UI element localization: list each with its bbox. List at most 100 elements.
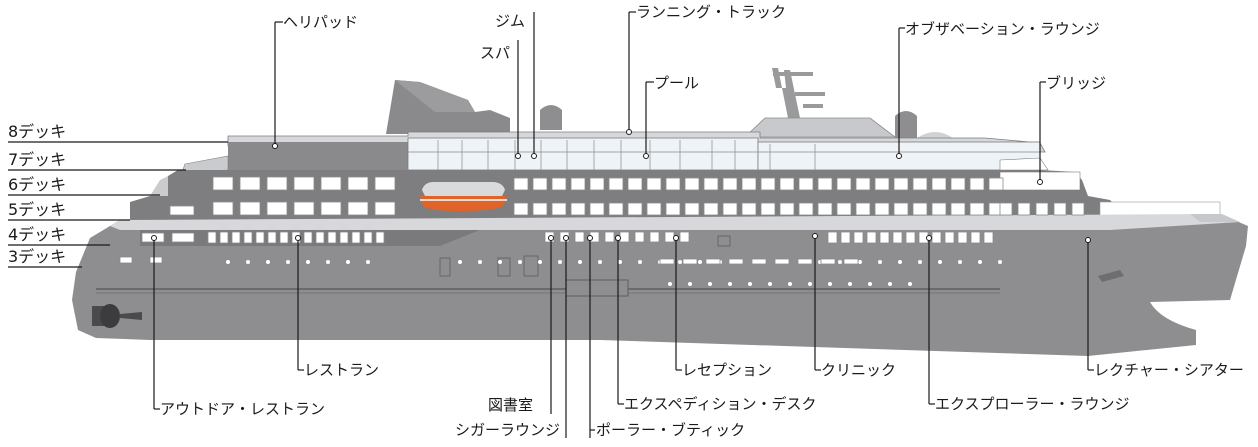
deck-4-window	[219, 231, 229, 244]
deck-5-window	[817, 202, 833, 216]
deck-4-window	[351, 231, 361, 244]
deck-6-window	[760, 177, 776, 191]
clinic-label: クリニック	[821, 361, 896, 379]
deck-5-window	[551, 202, 567, 216]
polar-boutique-label: ポーラー・ブティック	[596, 421, 745, 439]
deck-3-porthole	[558, 260, 562, 264]
deck-5-window	[912, 202, 928, 216]
deck-3-window	[659, 258, 675, 265]
deck-5-window	[893, 202, 909, 216]
deck-6-window	[347, 176, 369, 191]
deck-5-label: 5デッキ	[8, 200, 66, 219]
deck-5-window	[999, 202, 1013, 216]
hull	[72, 214, 1248, 356]
deck-5-window	[798, 202, 814, 216]
deck-3-porthole	[226, 260, 230, 264]
deck-3-porthole	[708, 282, 712, 286]
deck-3-porthole	[978, 260, 982, 264]
deck-3-porthole	[728, 282, 732, 286]
deck-8-label: 8デッキ	[8, 122, 66, 141]
reception-label: レセプション	[682, 361, 772, 379]
deck-8-structure	[181, 131, 1049, 173]
helipad-label: ヘリパッド	[283, 13, 358, 31]
deck-4-window	[827, 231, 838, 244]
deck-3-porthole	[768, 282, 772, 286]
deck-3-porthole	[878, 260, 882, 264]
deck-3-porthole	[286, 260, 290, 264]
deck-3-porthole	[698, 260, 702, 264]
deck-5-window	[931, 202, 947, 216]
deck-4-window	[879, 231, 890, 244]
explorer-lounge-label: エクスプローラー・ラウンジ	[935, 395, 1130, 413]
deck-6-window	[513, 177, 529, 191]
deck-6-window	[320, 176, 342, 191]
window-layer	[119, 176, 1085, 286]
deck-4-window	[619, 231, 630, 243]
deck-3-porthole	[326, 260, 330, 264]
deck-5-window	[374, 201, 396, 216]
deck-4-window	[339, 231, 349, 244]
deck-3-porthole	[998, 260, 1002, 264]
deck-5-window	[969, 202, 985, 216]
deck-5-window	[874, 202, 890, 216]
deck-3-porthole	[908, 282, 912, 286]
deck-3-porthole	[638, 260, 642, 264]
cigar-lounge-label: シガーラウンジ	[455, 421, 560, 439]
deck-3-porthole	[868, 282, 872, 286]
library-label: 図書室	[488, 396, 533, 414]
deck-3-porthole	[748, 282, 752, 286]
deck-5-window	[836, 202, 852, 216]
deck-3-window	[797, 258, 813, 265]
deck-5-window	[320, 201, 342, 216]
deck-6-window	[912, 177, 928, 191]
deck-4-window	[853, 231, 864, 244]
deck-3-window	[820, 258, 836, 265]
deck-6-window	[931, 177, 947, 191]
deck-3-porthole	[578, 260, 582, 264]
deck-5-window	[950, 202, 966, 216]
deck-4-window	[983, 231, 994, 244]
deck-4-window	[231, 231, 241, 244]
deck-6-window	[874, 177, 890, 191]
deck-3-porthole	[918, 260, 922, 264]
deck-4-window	[892, 231, 903, 244]
deck-6-window	[293, 176, 315, 191]
bridge-label: ブリッジ	[1046, 74, 1106, 92]
deck-4-window	[207, 231, 217, 244]
observation-lounge-label: オブザベーション・ラウンジ	[905, 20, 1100, 38]
deck-4-window	[315, 231, 325, 244]
deck-4-window	[604, 231, 615, 243]
deck-3-porthole	[678, 260, 682, 264]
deck-6-window	[646, 177, 662, 191]
deck-6-window	[741, 177, 757, 191]
deck-4-window	[375, 231, 385, 244]
deck-4-window	[944, 231, 955, 244]
deck-3-porthole	[838, 260, 842, 264]
deck-3-porthole	[858, 260, 862, 264]
pool-label: プール	[654, 74, 699, 92]
deck-3-window	[149, 256, 163, 264]
deck-6-window	[266, 176, 288, 191]
deck-4-window	[243, 231, 253, 244]
deck-6-window	[969, 177, 985, 191]
deck-6-window	[532, 177, 548, 191]
deck-6-window	[836, 177, 852, 191]
deck-3-porthole	[958, 260, 962, 264]
deck-5-window	[1053, 202, 1067, 216]
deck-3-porthole	[458, 260, 462, 264]
deck-5-window	[1035, 202, 1049, 216]
deck-3-window	[682, 258, 698, 265]
deck-3-porthole	[848, 282, 852, 286]
deck-4-window	[267, 231, 277, 244]
deck-5-window	[239, 201, 261, 216]
deck-4-window	[171, 232, 195, 243]
deck-3-porthole	[598, 260, 602, 264]
deck-4-window	[255, 231, 265, 244]
deck-5-window	[266, 201, 288, 216]
outdoor-restaurant-label: アウトドア・レストラン	[160, 400, 325, 418]
deck-5-window	[570, 202, 586, 216]
deck-6-window	[798, 177, 814, 191]
deck-5-window	[760, 202, 776, 216]
deck-6-window	[817, 177, 833, 191]
